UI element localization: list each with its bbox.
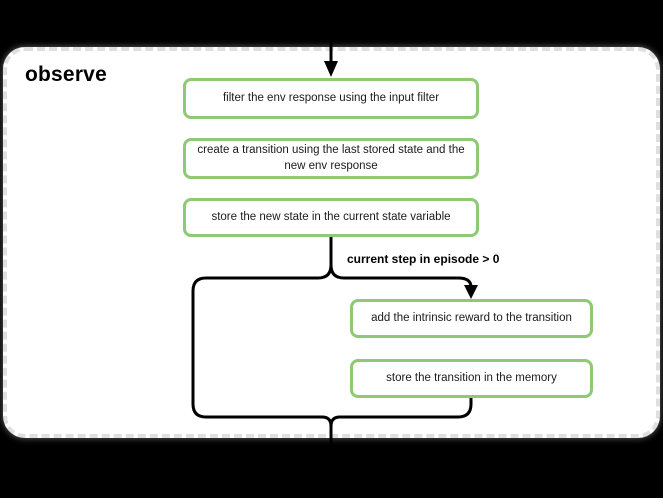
group-title: observe xyxy=(25,63,107,86)
node-add-intrinsic-reward: add the intrinsic reward to the transiti… xyxy=(350,299,593,338)
node-store-new-state: store the new state in the current state… xyxy=(183,198,479,237)
node-filter-env-response: filter the env response using the input … xyxy=(183,78,479,119)
node-label: filter the env response using the input … xyxy=(222,91,440,104)
node-create-transition: create a transition using the last store… xyxy=(183,138,479,179)
node-label: add the intrinsic reward to the transiti… xyxy=(371,311,572,324)
node-label: store the transition in the memory xyxy=(386,371,557,384)
node-label: store the new state in the current state… xyxy=(211,210,451,223)
node-store-transition-memory: store the transition in the memory xyxy=(350,359,593,398)
condition-label: current step in episode > 0 xyxy=(347,252,500,266)
node-label: create a transition using the last store… xyxy=(197,143,465,172)
